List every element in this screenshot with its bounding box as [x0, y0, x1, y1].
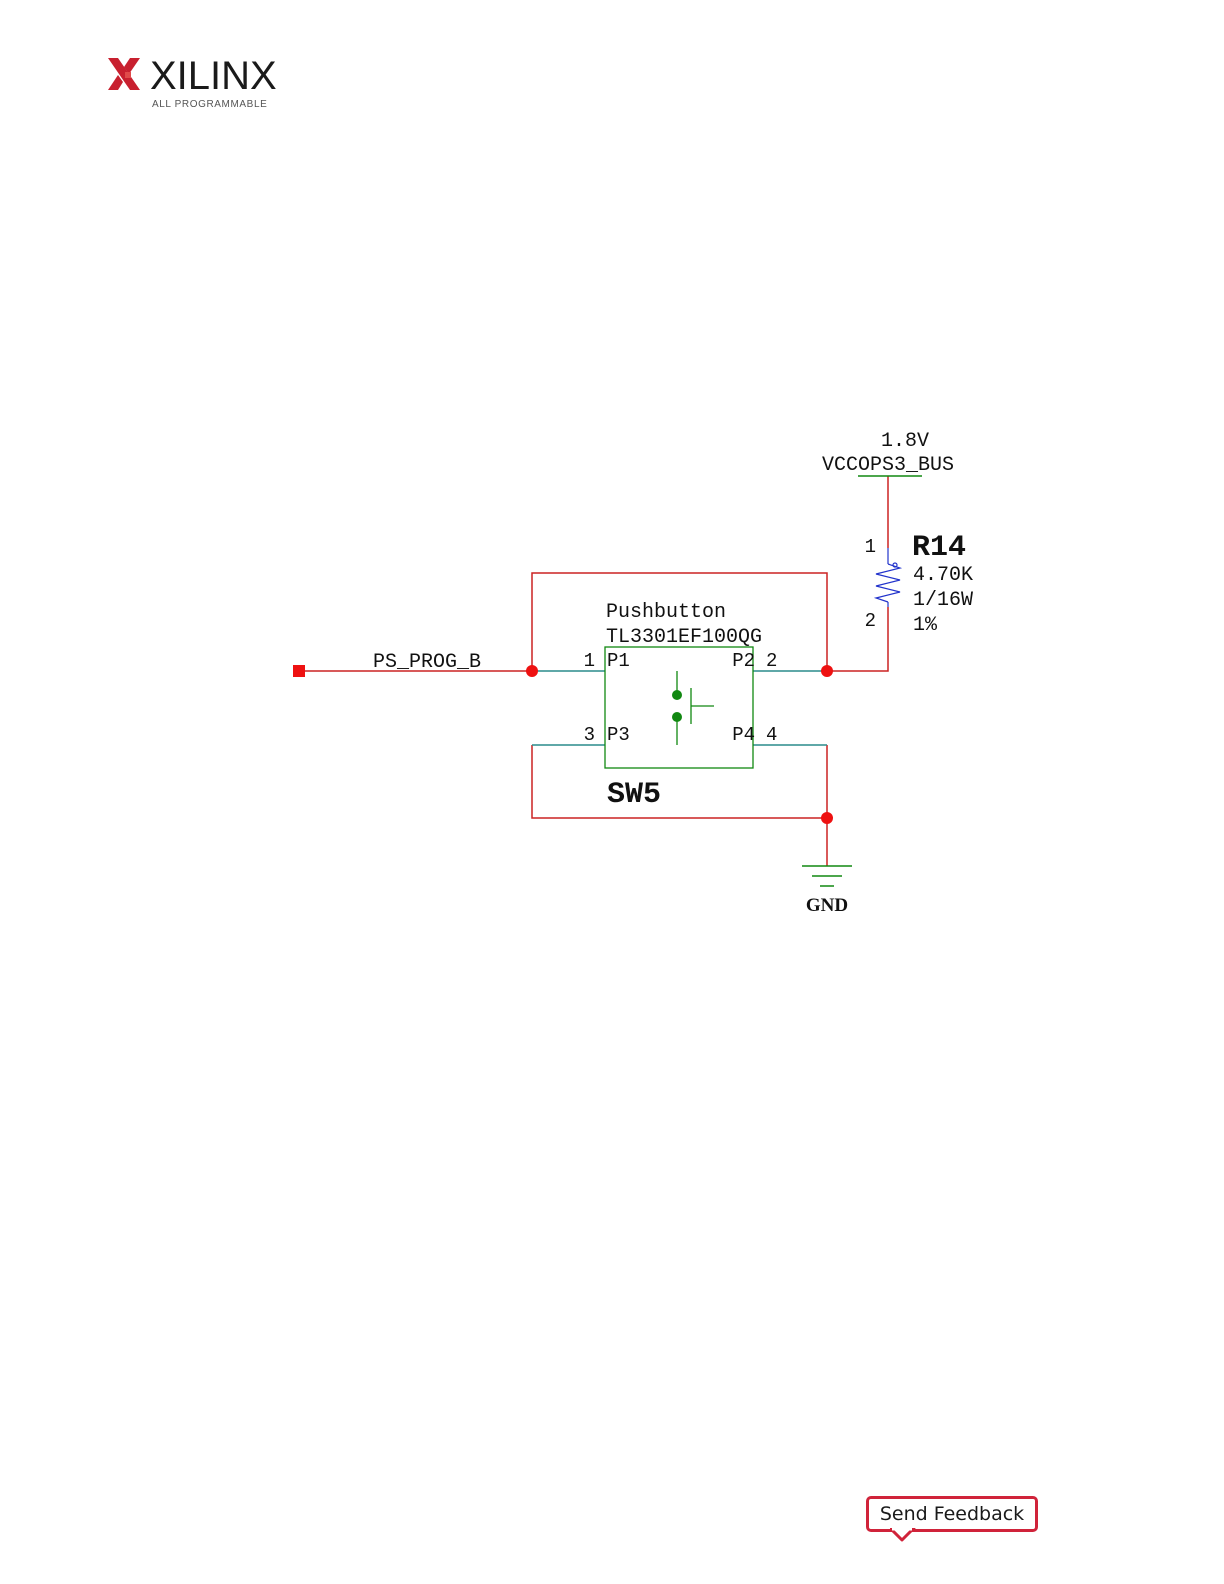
gnd-net-label: GND — [806, 895, 848, 916]
send-feedback-label: Send Feedback — [880, 1503, 1024, 1525]
speech-bubble-tail-icon — [890, 1528, 930, 1542]
sw5-pin-name: P4 — [732, 724, 755, 746]
junction-dot — [821, 812, 833, 824]
power-rail-net: VCCOPS3_BUS — [822, 454, 954, 477]
r14-tolerance: 1% — [913, 614, 938, 637]
sw5-pin-number: 4 — [766, 724, 777, 746]
switch-type-label: Pushbutton — [606, 601, 726, 624]
sw5-pin-name: P3 — [607, 724, 630, 746]
r14-pin2-number: 2 — [865, 610, 876, 632]
sw5-pin-number: 3 — [584, 724, 595, 746]
ps-prog-b-net-label: PS_PROG_B — [373, 651, 481, 674]
junction-dot — [526, 665, 538, 677]
ground-symbol — [802, 866, 852, 886]
switch-contact-top — [672, 690, 682, 700]
r14-pin2-wire — [827, 607, 888, 671]
r14-power: 1/16W — [913, 589, 973, 612]
switch-part-number: TL3301EF100QG — [606, 626, 762, 649]
switch-ref: SW5 — [607, 778, 661, 812]
switch-pin-stubs — [532, 671, 827, 745]
ps-prog-b-port — [293, 665, 305, 677]
sw5-pin-number: 1 — [584, 650, 595, 672]
sw5-pin-name: P1 — [607, 650, 630, 672]
sw5-pin-number: 2 — [766, 650, 777, 672]
r14-value: 4.70K — [913, 564, 973, 587]
r14-ref: R14 — [912, 531, 966, 565]
r14-pin1-number: 1 — [865, 536, 876, 558]
sw5-pin-name: P2 — [732, 650, 755, 672]
junction-dot — [821, 665, 833, 677]
switch-contact-bottom — [672, 712, 682, 722]
bypass-wire-bottom — [532, 745, 827, 818]
send-feedback-button[interactable]: Send Feedback — [866, 1496, 1038, 1532]
r14-resistor-symbol — [876, 548, 900, 607]
power-rail-voltage: 1.8V — [881, 430, 929, 453]
